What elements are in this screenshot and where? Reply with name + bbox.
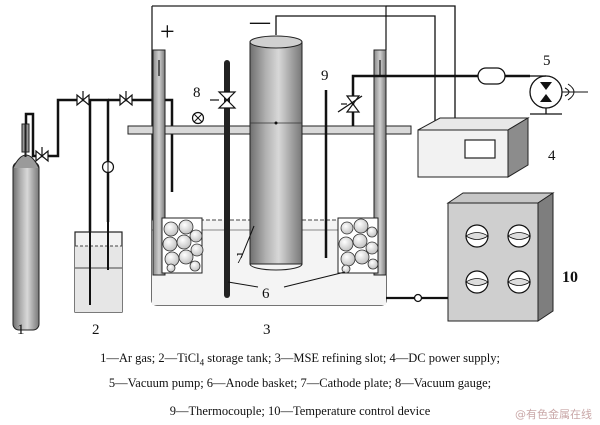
watermark: @有色金属在线 (515, 408, 592, 421)
label-1: 1 (17, 322, 25, 338)
cold-trap (477, 67, 506, 85)
valve-icon (337, 95, 363, 113)
vacuum-pump (529, 75, 588, 115)
vacuum-gauge-icon (191, 111, 205, 125)
legend-line-2: 5—Vacuum pump; 6—Anode basket; 7—Cathode… (108, 376, 492, 390)
valve-icon (119, 91, 133, 107)
label-7: 7 (236, 251, 244, 267)
legend-line-1: 1—Ar gas; 2—TiCl4 storage tank; 3—MSE re… (100, 351, 500, 368)
sampling-tube (224, 60, 230, 298)
label-5: 5 (543, 53, 551, 69)
ar-gas-cylinder (12, 123, 40, 331)
ticl4-storage-tank (74, 222, 123, 313)
label-3: 3 (263, 322, 271, 338)
valve-icon (35, 147, 49, 163)
apparatus-diagram: + — (12, 5, 588, 338)
anode-basket-left (161, 217, 204, 274)
power-leads (275, 5, 456, 160)
cathode-plate (249, 35, 303, 271)
leader-lines (227, 225, 346, 288)
minus-sign: — (249, 11, 271, 33)
label-6: 6 (262, 286, 270, 302)
anode-basket-right (337, 217, 379, 274)
thermocouple-cable (386, 293, 448, 303)
ar-gas-pipe (24, 98, 174, 232)
valve-icon (210, 91, 237, 109)
label-2: 2 (92, 322, 100, 338)
valve-icon (76, 91, 90, 107)
flow-meter-icon (101, 160, 115, 174)
legend-line-3: 9—Thermocouple; 10—Temperature control d… (169, 404, 431, 418)
plus-sign: + (160, 17, 175, 46)
label-10: 10 (562, 269, 578, 286)
label-9: 9 (321, 68, 329, 84)
label-8: 8 (193, 85, 201, 101)
label-4: 4 (548, 148, 556, 164)
dc-power-supply (417, 117, 530, 178)
temperature-control-device (446, 192, 555, 322)
